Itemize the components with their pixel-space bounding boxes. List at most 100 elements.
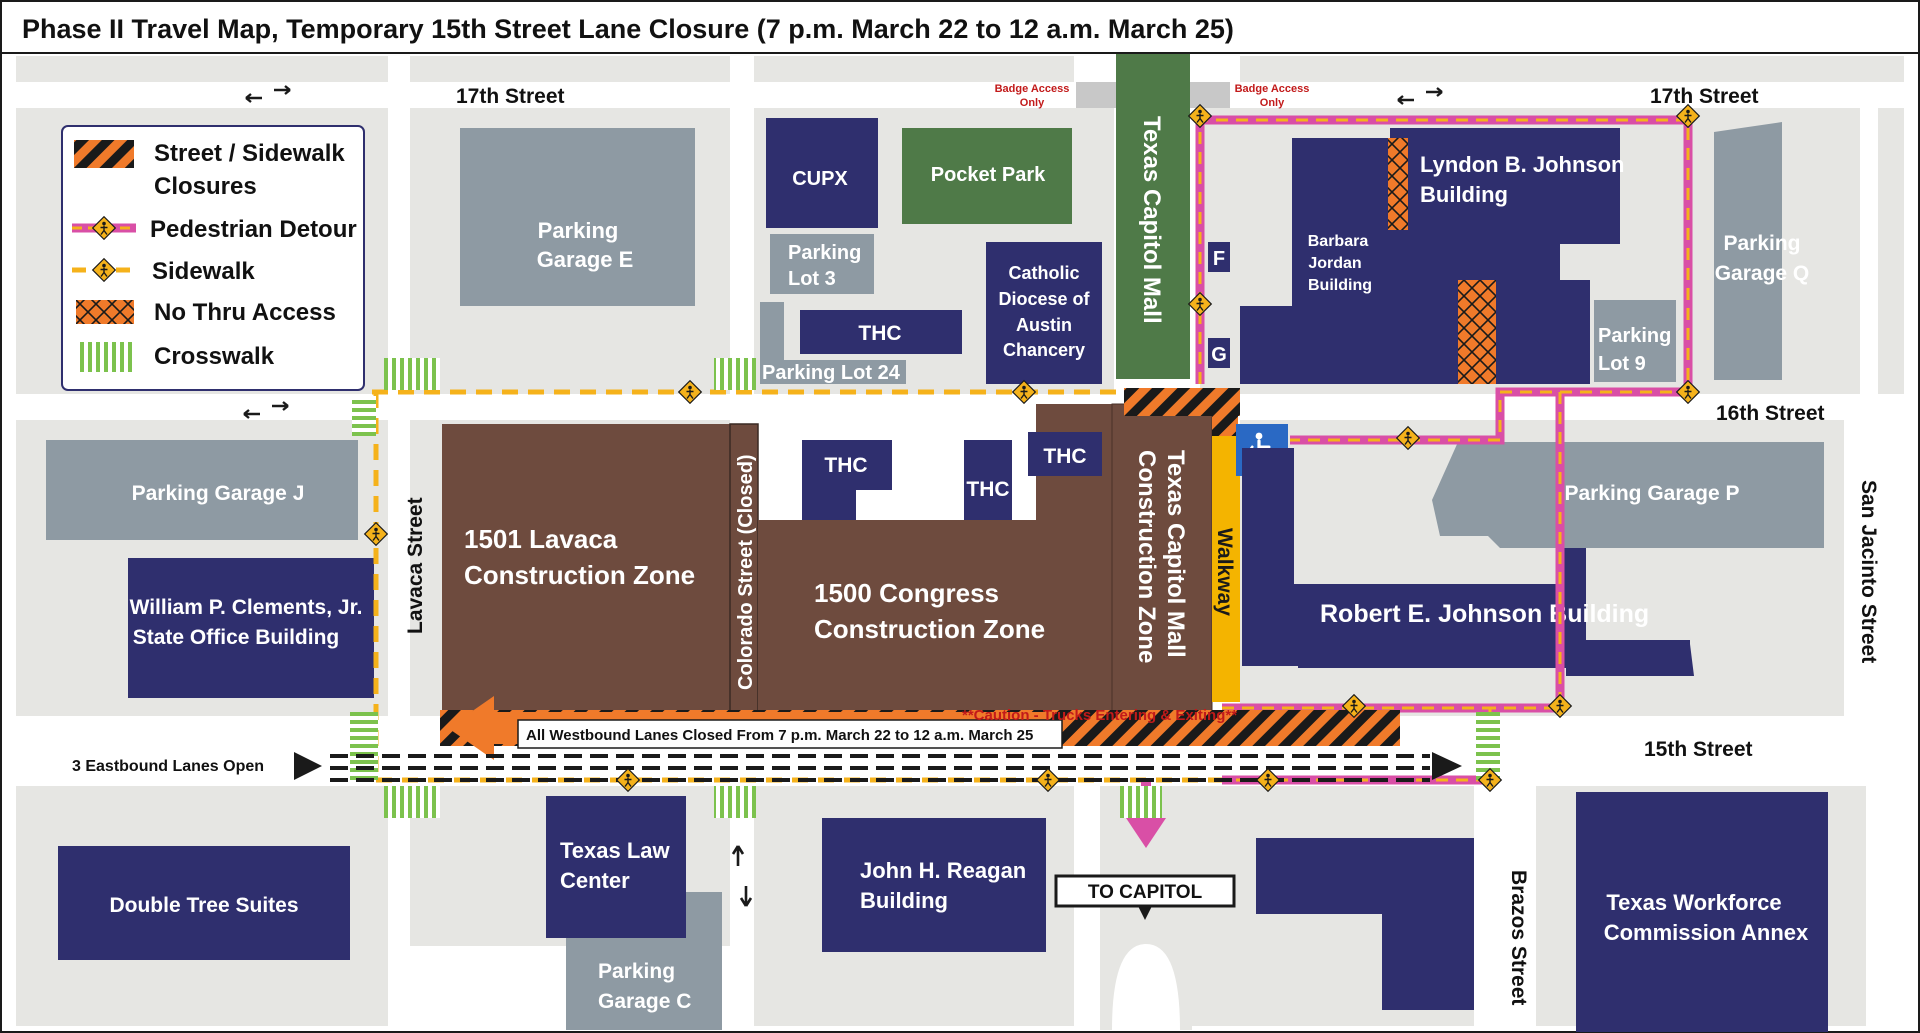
parking-garage-e[interactable] (460, 128, 695, 306)
parking-garage-p[interactable] (1432, 442, 1824, 548)
parking-garage-j-label: Parking Garage J (132, 482, 305, 505)
pocket-park-label: Pocket Park (931, 164, 1046, 186)
parking-lot-24-label: Parking Lot 24 (762, 362, 901, 384)
crosswalk-icon (76, 342, 134, 372)
lavaca-construction-zone[interactable] (442, 424, 732, 714)
parking-garage-j[interactable] (46, 440, 358, 540)
chancery-label-1: Catholic (1008, 263, 1079, 283)
parking-lot-3-label-1: Parking (788, 242, 861, 264)
building-f-label: F (1213, 248, 1225, 270)
building-f[interactable] (1208, 242, 1230, 272)
parking-garage-e-label-2: Garage E (537, 247, 634, 272)
congress-construction-zone[interactable] (758, 520, 1112, 714)
thc-building-north[interactable] (800, 310, 962, 354)
street-17th-right: 17th Street (1650, 85, 1759, 108)
parking-lot-9[interactable] (1594, 300, 1676, 382)
congress-zone-label-2: Construction Zone (814, 614, 1045, 644)
robert-e-johnson-building[interactable] (1242, 448, 1694, 676)
thc-building-mid-left[interactable] (802, 440, 892, 490)
crosswalk-15th-lavaca (384, 786, 440, 818)
legend-crosswalk-label: Crosswalk (154, 343, 275, 370)
thc-building-mid-right[interactable] (1028, 432, 1102, 476)
barbara-label-1: Barbara (1308, 233, 1369, 250)
parking-garage-e-label-1: Parking (538, 218, 619, 243)
unlabeled-state-building[interactable] (1256, 838, 1474, 1010)
crosswalk-colorado-north (714, 358, 756, 390)
twc-label-2: Commission Annex (1604, 920, 1809, 945)
rej-label: Robert E. Johnson Building (1320, 600, 1649, 628)
eastbound-lanes (330, 754, 1430, 782)
capitol-mall-label: Texas Capitol Mall (1138, 116, 1165, 324)
parking-lot-9-label-2: Lot 9 (1598, 353, 1646, 375)
hazard-stripe-icon (74, 140, 134, 168)
closure-16th-corner (1212, 388, 1238, 436)
colorado-street-label: Colorado Street (Closed) (735, 454, 757, 690)
westbound-closed-notice (517, 719, 1063, 749)
clements-label-2: State Office Building (133, 626, 340, 649)
texas-law-label-1: Texas Law (560, 838, 671, 863)
reagan-label-1: John H. Reagan (860, 858, 1026, 883)
texas-law-center[interactable] (546, 796, 686, 938)
thc-mid-center-label: THC (966, 478, 1009, 501)
twc-label-1: Texas Workforce (1606, 890, 1781, 915)
street-16th: 16th Street (1716, 402, 1825, 425)
reagan-label-2: Building (860, 888, 948, 913)
walkway-label: Walkway (1213, 528, 1236, 616)
street-17th-left: 17th Street (456, 85, 565, 108)
building-g-label: G (1211, 344, 1227, 366)
street-brazos: Brazos Street (1507, 870, 1530, 1005)
pocket-park[interactable] (902, 128, 1072, 224)
badge-access-left-2: Only (1020, 97, 1045, 109)
badge-access-right-2: Only (1260, 97, 1285, 109)
building-g[interactable] (1208, 338, 1230, 368)
no-thru-access-barbara (1458, 280, 1496, 384)
double-tree-suites[interactable] (58, 846, 350, 960)
double-tree-label: Double Tree Suites (109, 894, 298, 917)
legend-closures-label-1: Street / Sidewalk (154, 140, 345, 167)
thc-building-mid-center[interactable] (964, 440, 1012, 520)
parking-lot-9-label-1: Parking (1598, 325, 1671, 347)
chancery-label-4: Chancery (1003, 340, 1085, 360)
legend-sidewalk-label: Sidewalk (152, 258, 255, 285)
capitol-mall-construction-zone[interactable] (1111, 403, 1213, 715)
crosswalk-15th-mall (1120, 786, 1162, 818)
walkway[interactable] (1212, 436, 1240, 702)
westbound-closed-text: All Westbound Lanes Closed From 7 p.m. M… (526, 727, 1033, 744)
arrow-right-icon (294, 752, 322, 780)
parking-garage-c-label-2: Garage C (598, 990, 691, 1013)
texas-workforce-commission-annex[interactable] (1576, 792, 1828, 1032)
no-thru-access-icon (76, 300, 134, 324)
congress-zone-label-1: 1500 Congress (814, 578, 999, 608)
pedestrian-detour-icon (72, 215, 136, 241)
badge-access-right-1: Badge Access (1235, 83, 1310, 95)
legend-no-thru-label: No Thru Access (154, 299, 336, 326)
eastbound-open-text: 3 Eastbound Lanes Open (72, 758, 264, 775)
catholic-diocese-chancery[interactable] (986, 242, 1102, 384)
to-capitol-text: TO CAPITOL (1088, 882, 1203, 903)
mall-zone-label-2: Construction Zone (1133, 450, 1160, 663)
clements-state-office-building[interactable] (128, 558, 374, 698)
mall-zone-label-1: Texas Capitol Mall (1162, 450, 1189, 658)
parking-garage-c[interactable] (566, 892, 722, 1030)
texas-law-label-2: Center (560, 868, 630, 893)
arrow-down-icon (1138, 906, 1152, 920)
clements-label-1: William P. Clements, Jr. (130, 596, 363, 619)
parking-garage-q-label-1: Parking (1723, 232, 1800, 255)
crosswalk-brazos (1476, 712, 1500, 780)
crosswalk-15th-colorado (714, 786, 756, 818)
barbara-jordan-lbj-complex[interactable] (1240, 128, 1620, 384)
parking-garage-q[interactable] (1714, 122, 1782, 380)
thc-north-label: THC (858, 322, 901, 345)
arrow-right-icon (1432, 752, 1462, 780)
parking-lot-3[interactable] (770, 234, 874, 294)
thc-building-mid-left-base (802, 488, 856, 520)
john-h-reagan-building[interactable] (822, 818, 1046, 952)
barbara-label-3: Building (1308, 277, 1372, 294)
cupx-building[interactable] (766, 118, 878, 228)
capitol-approach-loop-inner (1112, 944, 1180, 1030)
texas-capitol-mall[interactable] (1116, 54, 1190, 379)
parking-lot-24[interactable] (760, 360, 906, 384)
colorado-street-closed[interactable] (729, 423, 759, 715)
